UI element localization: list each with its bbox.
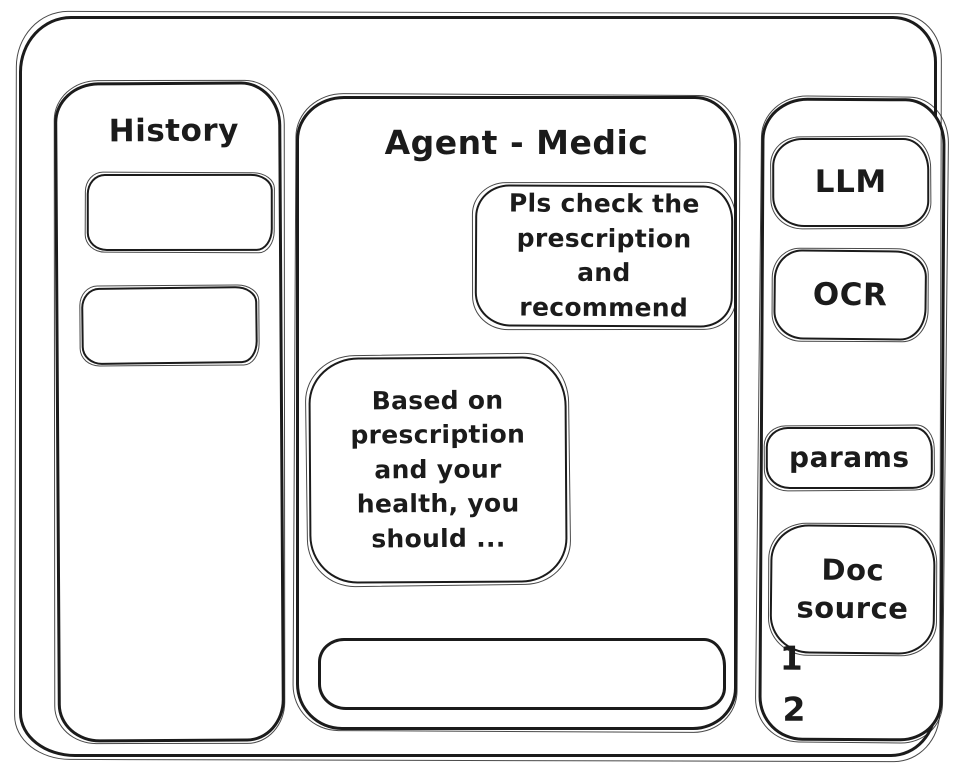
tools-panel: LLM OCR params Doc source 1 2 [758, 97, 946, 742]
message-input[interactable] [318, 638, 726, 710]
params-button[interactable]: params [765, 426, 933, 490]
user-message-bubble: Pls check the prescription and recommend [474, 184, 734, 328]
history-panel: History [53, 81, 286, 743]
doc-source-item[interactable]: 2 [782, 689, 806, 729]
chat-title: Agent - Medic [384, 123, 649, 162]
doc-source-button[interactable]: Doc source [769, 524, 936, 655]
ocr-button[interactable]: OCR [773, 249, 928, 341]
doc-source-item[interactable]: 1 [779, 638, 803, 678]
history-title: History [108, 112, 239, 150]
llm-button[interactable]: LLM [772, 137, 930, 228]
agent-message-bubble: Based on prescription and your health, y… [308, 356, 568, 584]
history-item[interactable] [86, 173, 273, 252]
app-frame: History Agent - Medic Pls check the pres… [19, 16, 946, 757]
chat-panel: Agent - Medic Pls check the prescription… [296, 96, 737, 730]
history-item[interactable] [81, 285, 258, 366]
